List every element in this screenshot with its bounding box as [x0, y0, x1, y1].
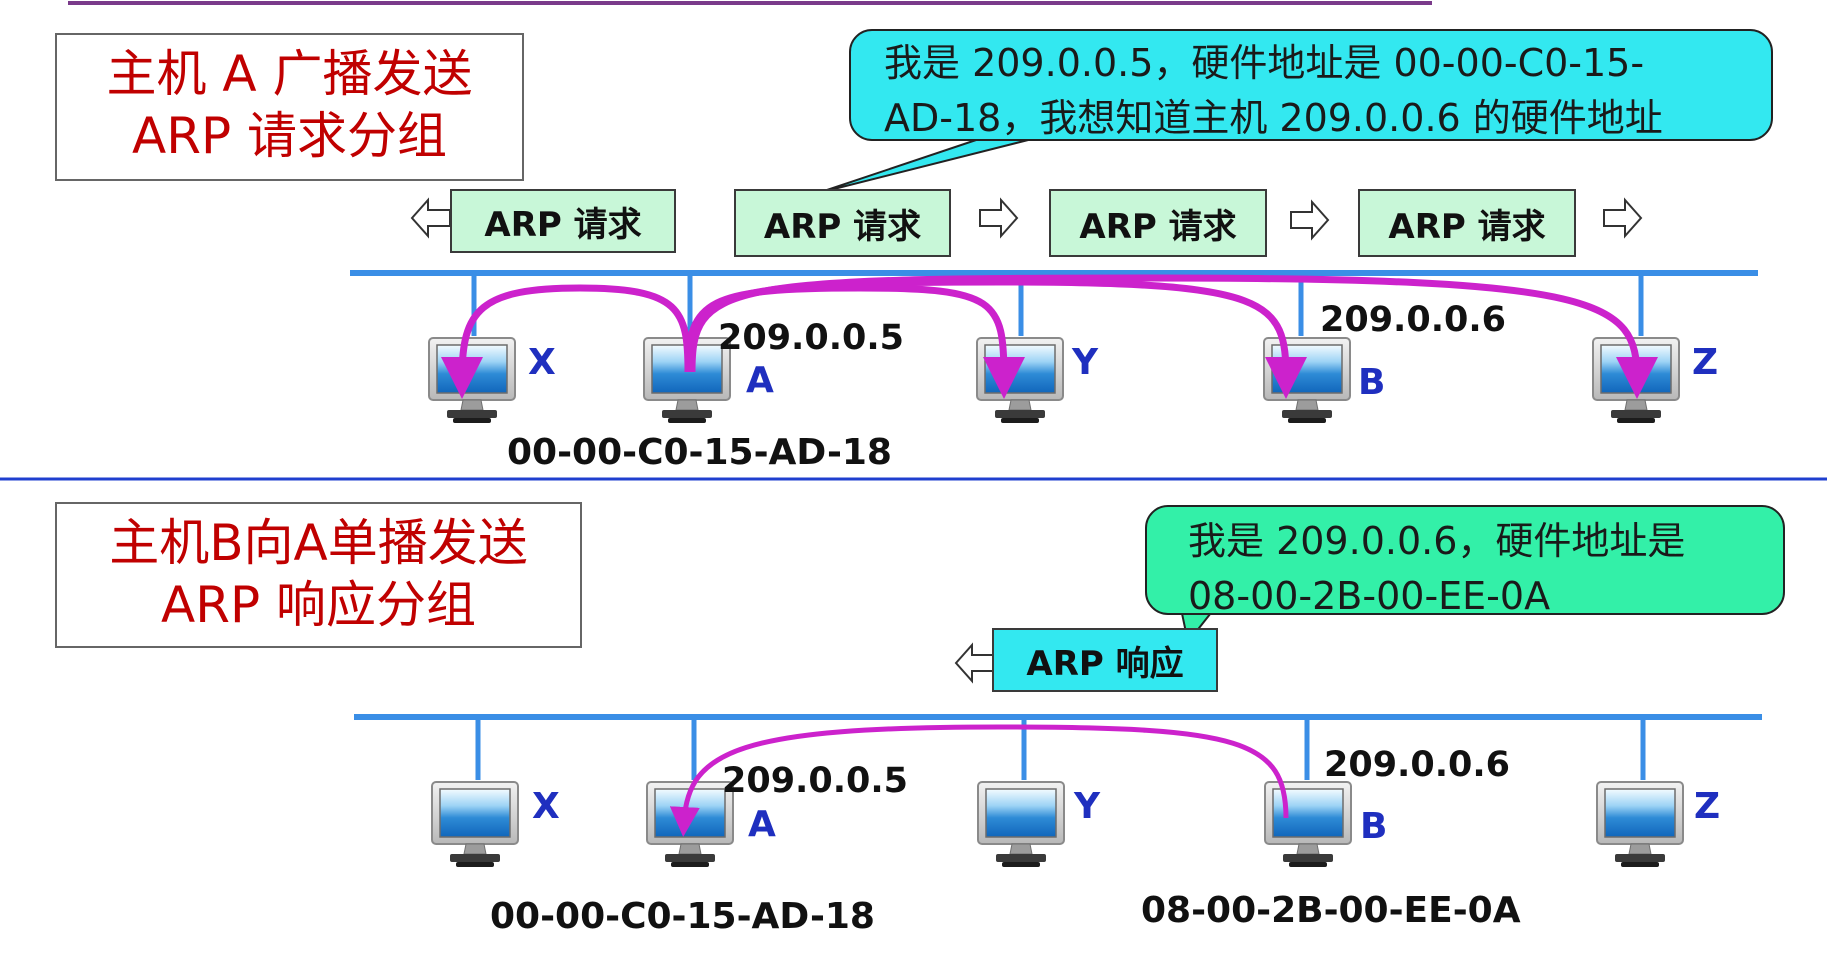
bottom-callout-line1: 我是 209.0.0.6，硬件地址是: [1188, 519, 1686, 563]
arp-request-packet: ARP 请求: [1358, 189, 1576, 257]
top-host-y: Y: [1072, 342, 1099, 383]
top-host-a: A: [746, 360, 774, 401]
top-callout-line2: AD-18，我想知道主机 209.0.0.6 的硬件地址: [884, 96, 1663, 140]
bottom-pc-x: [431, 781, 519, 868]
arp-request-packet: ARP 请求: [734, 189, 951, 257]
top-pc-b: [1263, 337, 1351, 424]
arp-request-packet: ARP 请求: [450, 189, 676, 253]
unicast-arrow-b-to-a: [669, 724, 1289, 837]
arrow-right-icon: [1290, 199, 1330, 241]
bottom-callout-bubble: [1145, 505, 1785, 615]
arrow-left-icon: [954, 642, 995, 684]
bottom-callout-line2: 08-00-2B-00-EE-0A: [1188, 574, 1551, 618]
arrow-right-icon: [1603, 197, 1643, 239]
top-ip-b: 209.0.0.6: [1320, 300, 1507, 340]
bottom-host-b: B: [1360, 806, 1388, 847]
top-title-box: 主机 A 广播发送 ARP 请求分组: [55, 33, 524, 181]
bottom-title-box: 主机B向A单播发送 ARP 响应分组: [55, 502, 582, 648]
bottom-mac-b: 08-00-2B-00-EE-0A: [1141, 890, 1521, 931]
top-callout-bubble: [849, 29, 1773, 141]
top-host-b: B: [1358, 362, 1386, 403]
arp-request-packet: ARP 请求: [1049, 189, 1267, 257]
top-host-z: Z: [1692, 342, 1719, 383]
bottom-title-line1: 主机B向A单播发送: [109, 514, 528, 572]
broadcast-arrow-to-x: [441, 284, 692, 399]
bottom-ip-a: 209.0.0.5: [722, 761, 909, 801]
bottom-ip-b: 209.0.0.6: [1324, 745, 1511, 785]
arrow-left-icon: [410, 197, 451, 239]
top-callout-line1: 我是 209.0.0.5，硬件地址是 00-00-C0-15-: [884, 41, 1645, 85]
bottom-mac-a: 00-00-C0-15-AD-18: [490, 896, 875, 937]
top-title-line2: ARP 请求分组: [132, 107, 447, 165]
bottom-callout-text: 我是 209.0.0.6，硬件地址是 08-00-2B-00-EE-0A: [1188, 514, 1685, 624]
bottom-host-x: X: [532, 786, 560, 827]
bottom-host-z: Z: [1694, 786, 1721, 827]
top-host-x: X: [528, 342, 556, 383]
bottom-pc-z: [1596, 781, 1684, 868]
top-pc-x: [428, 337, 516, 424]
bottom-host-a: A: [748, 804, 776, 845]
top-ip-a: 209.0.0.5: [718, 318, 905, 358]
bottom-pc-b: [1264, 781, 1352, 868]
bottom-host-y: Y: [1074, 786, 1101, 827]
broadcast-arrow-to-z: [688, 274, 1658, 399]
bottom-title-line2: ARP 响应分组: [161, 576, 476, 634]
arp-response-packet: ARP 响应: [992, 628, 1218, 692]
top-pc-y: [976, 337, 1064, 424]
bottom-pc-y: [977, 781, 1065, 868]
arrow-right-icon: [979, 197, 1019, 239]
top-mac-a: 00-00-C0-15-AD-18: [507, 432, 892, 473]
top-title-line1: 主机 A 广播发送: [106, 45, 473, 103]
top-callout-text: 我是 209.0.0.5，硬件地址是 00-00-C0-15- AD-18，我想…: [884, 36, 1663, 146]
